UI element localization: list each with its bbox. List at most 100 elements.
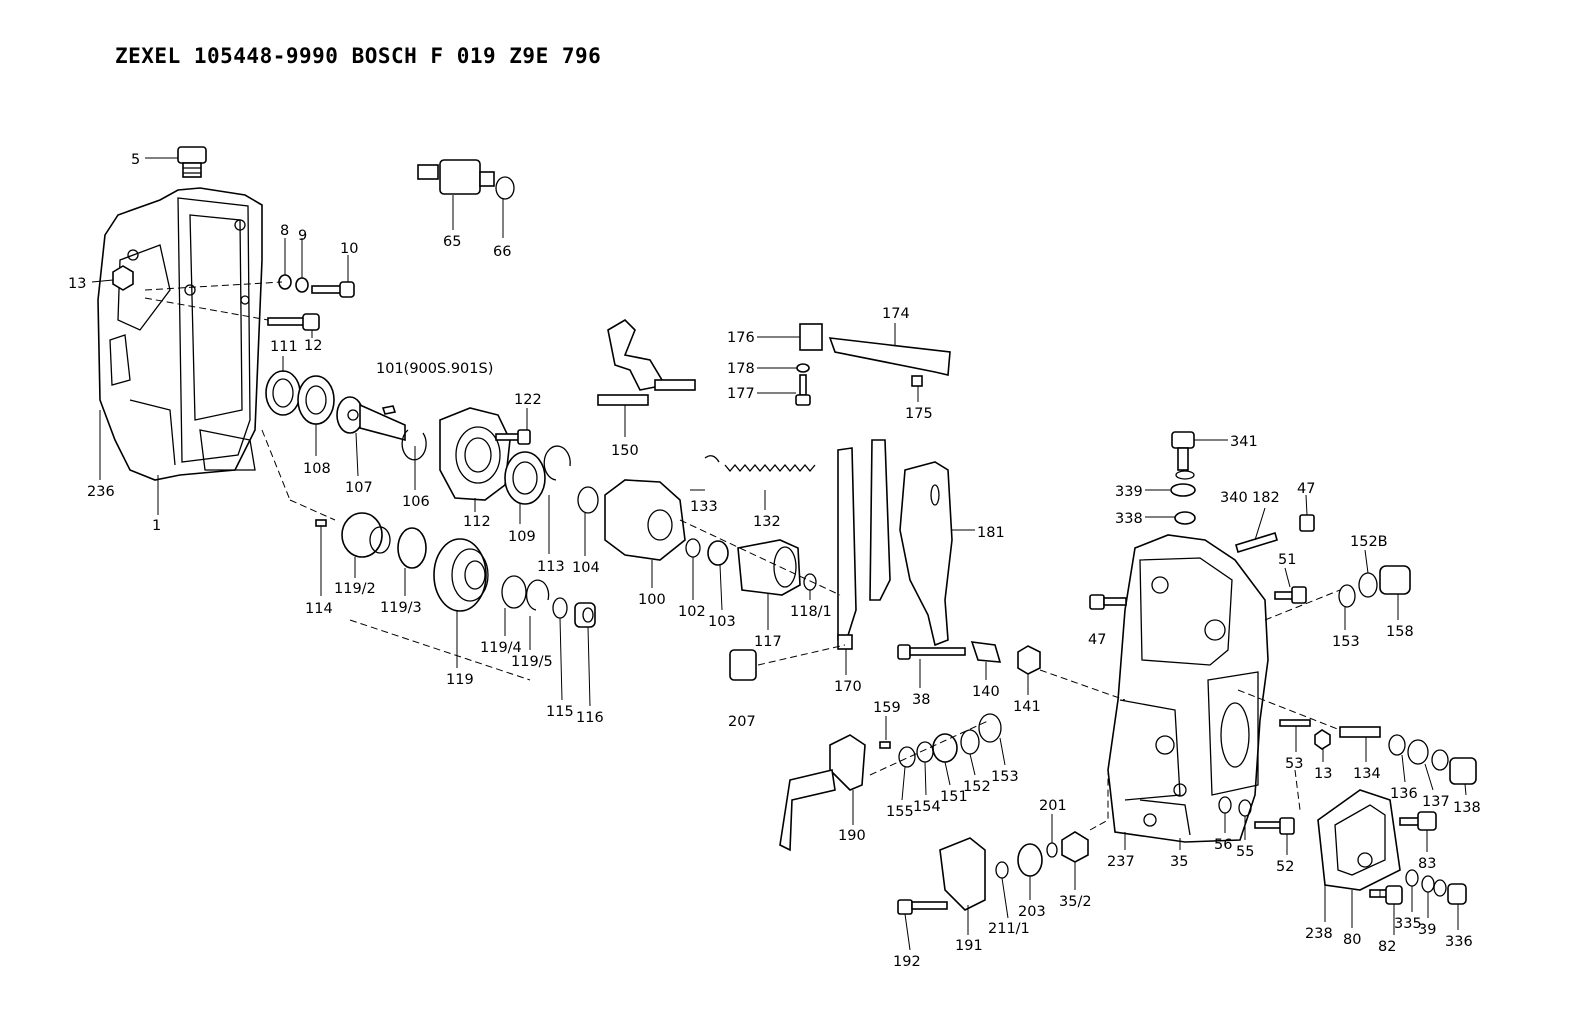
callout-340: 340 bbox=[1220, 490, 1248, 506]
callout-113: 113 bbox=[537, 559, 565, 575]
callout-151: 151 bbox=[940, 789, 968, 805]
pin-133 bbox=[704, 455, 720, 463]
callout-181: 181 bbox=[977, 525, 1005, 541]
callout-66: 66 bbox=[493, 244, 511, 260]
callout-106: 106 bbox=[402, 494, 430, 510]
screw-177 bbox=[795, 374, 811, 406]
bearing-111 bbox=[265, 370, 301, 416]
callout-191: 191 bbox=[955, 938, 983, 954]
bracket-176 bbox=[799, 323, 823, 351]
sleeve-103 bbox=[707, 540, 729, 566]
callout-114: 114 bbox=[305, 601, 333, 617]
bearing-109 bbox=[504, 451, 546, 505]
parts-211-203-201-35-2 bbox=[995, 831, 1089, 879]
callout-8: 8 bbox=[280, 223, 289, 239]
callout-336: 336 bbox=[1445, 934, 1473, 950]
callout-178: 178 bbox=[727, 361, 755, 377]
snap-ring-119-5 bbox=[525, 579, 550, 611]
bolt-82 bbox=[1369, 885, 1403, 905]
spring-132 bbox=[724, 463, 816, 473]
callout-158: 158 bbox=[1386, 624, 1414, 640]
screw-38 bbox=[897, 644, 966, 660]
callout-5: 5 bbox=[131, 152, 140, 168]
spring-140 bbox=[970, 641, 1002, 663]
bolt-13-left bbox=[112, 265, 134, 291]
callout-153-right: 153 bbox=[1332, 634, 1360, 650]
flyweight-100 bbox=[604, 479, 686, 561]
plate-119-3 bbox=[397, 527, 427, 569]
bracket-191 bbox=[939, 837, 986, 911]
callout-341: 341 bbox=[1230, 434, 1258, 450]
callout-150: 150 bbox=[611, 443, 639, 459]
callout-133: 133 bbox=[690, 499, 718, 515]
callout-100: 100 bbox=[638, 592, 666, 608]
key-101 bbox=[381, 405, 397, 415]
bolt-192 bbox=[897, 899, 948, 915]
drive-shaft-107 bbox=[336, 396, 406, 442]
callout-12: 12 bbox=[304, 338, 322, 354]
lever-150 bbox=[597, 318, 696, 406]
callout-53: 53 bbox=[1285, 756, 1303, 772]
callout-152B: 152B bbox=[1350, 534, 1388, 550]
callout-177: 177 bbox=[727, 386, 755, 402]
callout-192: 192 bbox=[893, 954, 921, 970]
solenoid-valve-65 bbox=[417, 159, 495, 195]
callout-203: 203 bbox=[1018, 904, 1046, 920]
snap-ring-106 bbox=[401, 429, 427, 461]
nut-116 bbox=[574, 602, 596, 628]
nut-141 bbox=[1017, 645, 1041, 675]
callout-140: 140 bbox=[972, 684, 1000, 700]
callout-153-left: 153 bbox=[991, 769, 1019, 785]
bolt-83 bbox=[1399, 811, 1437, 831]
callout-176: 176 bbox=[727, 330, 755, 346]
cover-238 bbox=[1317, 789, 1401, 891]
callout-154: 154 bbox=[913, 799, 941, 815]
lever-190 bbox=[779, 734, 866, 852]
callout-111: 111 bbox=[270, 339, 298, 355]
lever-181 bbox=[899, 461, 953, 647]
callout-102: 102 bbox=[678, 604, 706, 620]
bolt-122 bbox=[495, 429, 531, 445]
gear-119 bbox=[433, 538, 489, 612]
callout-155: 155 bbox=[886, 804, 914, 820]
callout-51: 51 bbox=[1278, 552, 1296, 568]
callout-107: 107 bbox=[345, 480, 373, 496]
callout-136: 136 bbox=[1390, 786, 1418, 802]
washer-159 bbox=[879, 741, 891, 749]
cap-152B-153-158 bbox=[1338, 565, 1411, 608]
callout-236: 236 bbox=[87, 484, 115, 500]
callout-170: 170 bbox=[834, 679, 862, 695]
washers-339-338 bbox=[1170, 470, 1196, 525]
callout-55: 55 bbox=[1236, 844, 1254, 860]
callout-104: 104 bbox=[572, 560, 600, 576]
snap-ring-113 bbox=[543, 445, 571, 481]
callout-335: 335 bbox=[1394, 916, 1422, 932]
callout-119-5: 119/5 bbox=[511, 654, 553, 670]
callout-138: 138 bbox=[1453, 800, 1481, 816]
bearing-housing-112 bbox=[439, 407, 511, 501]
hub-119-2 bbox=[341, 512, 391, 558]
plug-5 bbox=[177, 146, 207, 178]
callout-119-4: 119/4 bbox=[480, 640, 522, 656]
callout-38: 38 bbox=[912, 692, 930, 708]
callout-52: 52 bbox=[1276, 859, 1294, 875]
screw-set-8-9-10 bbox=[278, 274, 355, 298]
callout-80: 80 bbox=[1343, 932, 1361, 948]
pump-housing-cover bbox=[97, 187, 263, 481]
callout-190: 190 bbox=[838, 828, 866, 844]
callout-175: 175 bbox=[905, 406, 933, 422]
callout-47-side: 47 bbox=[1088, 632, 1106, 648]
callout-112: 112 bbox=[463, 514, 491, 530]
callout-207: 207 bbox=[728, 714, 756, 730]
parts-335-39-336 bbox=[1405, 869, 1467, 905]
lever-174 bbox=[828, 337, 951, 376]
lever-170 bbox=[837, 439, 891, 650]
callout-118-1: 118/1 bbox=[790, 604, 832, 620]
washer-115 bbox=[552, 597, 568, 619]
cap-screw-341 bbox=[1171, 431, 1195, 471]
bolt-51 bbox=[1274, 586, 1307, 604]
callout-1: 1 bbox=[152, 518, 161, 534]
bearing-108 bbox=[297, 375, 335, 425]
callout-65: 65 bbox=[443, 234, 461, 250]
callout-134: 134 bbox=[1353, 766, 1381, 782]
